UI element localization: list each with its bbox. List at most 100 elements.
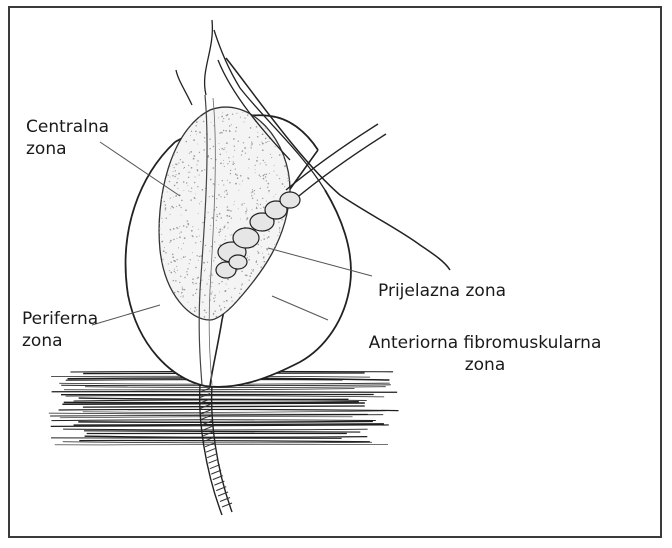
stipple-dot [195,293,196,294]
stipple-dot [185,129,186,130]
stipple-dot [248,158,250,160]
stipple-dot [192,282,193,283]
urethra-hatch-stroke [201,415,211,419]
stipple-dot [172,101,173,102]
stipple-dot [229,125,230,126]
stipple-dot [173,171,174,172]
stipple-dot [185,256,186,257]
stipple-dot [224,166,225,167]
label-central-line1: Centralna [26,116,109,138]
stipple-dot [252,191,254,193]
stipple-dot [261,142,262,143]
stipple-dot [268,141,269,142]
stipple-dot [175,138,177,140]
label-peripheral-line2: zona [22,330,98,352]
stipple-dot [250,272,252,274]
stipple-dot [259,144,260,145]
stipple-dot [191,131,192,132]
stipple-dot [166,104,168,106]
stipple-dot [204,169,205,170]
stipple-dot [212,167,214,169]
stipple-dot [236,113,237,114]
stipple-dot [256,207,257,208]
stipple-dot [179,282,180,283]
stipple-dot [227,163,228,164]
stipple-dot [287,178,288,179]
stipple-dot [204,294,206,296]
stipple-dot [237,177,239,179]
stipple-dot [244,147,246,149]
stipple-dot [182,288,184,290]
stipple-dot [228,157,229,158]
stipple-dot [188,302,189,303]
stipple-dot [221,116,223,118]
stipple-dot [268,109,269,110]
stipple-dot [270,154,271,155]
stipple-dot [181,215,182,216]
stipple-dot [231,124,232,125]
stipple-dot [257,157,258,158]
stipple-dot [179,131,180,132]
stipple-dot [218,283,219,284]
stipple-dot [229,307,230,308]
stipple-dot [227,206,229,208]
stipple-dot [176,195,177,196]
stipple-dot [221,148,223,150]
stipple-dot [211,217,213,219]
label-anterior-line2: zona [330,354,640,376]
stipple-dot [193,158,195,160]
stipple-dot [255,172,256,173]
muscle-fiber [79,441,370,442]
stipple-dot [290,104,292,106]
stipple-dot [279,154,281,156]
stipple-dot [279,227,281,229]
stipple-dot [260,176,261,177]
stipple-dot [240,108,241,109]
stipple-dot [166,217,167,218]
stipple-dot [218,117,219,118]
stipple-dot [246,219,247,220]
stipple-dot [271,105,272,106]
stipple-dot [268,191,269,192]
stipple-dot [196,164,197,165]
stipple-dot [274,165,275,166]
stipple-dot [255,165,256,166]
stipple-dot [173,154,174,155]
stipple-dot [257,132,258,133]
stipple-dot [181,258,182,259]
stipple-dot [223,118,224,119]
stipple-dot [175,170,176,171]
stipple-dot [229,182,230,183]
stipple-dot [243,142,244,143]
stipple-dot [233,102,234,103]
stipple-dot [258,244,259,245]
stipple-dot [178,173,180,175]
stipple-dot [185,209,187,211]
stipple-dot [234,288,235,289]
stipple-dot [220,154,222,156]
stipple-dot [236,175,237,176]
stipple-dot [201,201,202,202]
stipple-dot [246,209,247,210]
stipple-dot [200,241,201,242]
stipple-dot [176,174,177,175]
stipple-dot [266,174,267,175]
stipple-dot [216,214,217,215]
stipple-dot [162,105,164,107]
stipple-dot [201,280,202,281]
stipple-dot [241,285,242,286]
stipple-dot [284,150,285,151]
muscle-fiber [59,409,399,410]
stipple-dot [281,137,282,138]
stipple-dot [257,251,258,252]
stipple-dot [172,253,174,255]
stipple-dot [238,141,239,142]
stipple-dot [176,266,177,267]
stipple-dot [258,205,259,206]
stipple-dot [284,166,286,168]
stipple-dot [173,280,174,281]
stipple-dot [189,153,190,154]
stipple-dot [240,117,241,118]
stipple-dot [196,134,197,135]
stipple-dot [177,99,178,100]
